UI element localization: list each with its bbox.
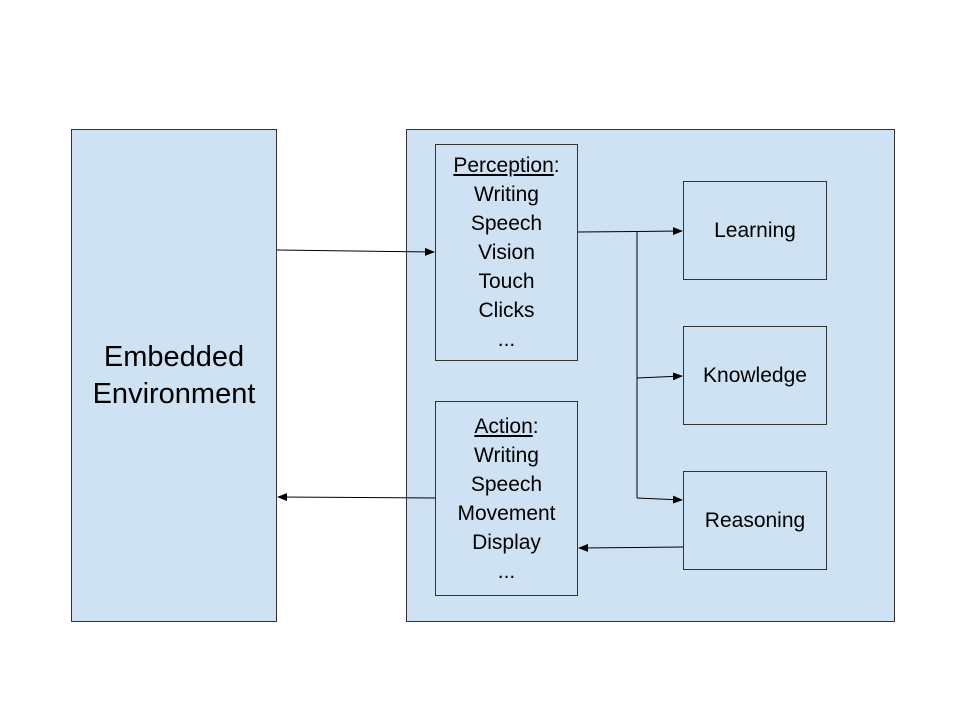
knowledge-box: Knowledge: [683, 326, 827, 425]
action-item: Speech: [470, 472, 543, 496]
action-item: ...: [497, 559, 516, 583]
reasoning-box: Reasoning: [683, 471, 827, 570]
embedded-environment-label: Embedded Environment: [93, 339, 256, 413]
action-heading-colon: :: [532, 414, 539, 438]
action-item: Display: [472, 530, 541, 554]
perception-heading-colon: :: [553, 154, 560, 177]
reasoning-label: Reasoning: [704, 508, 806, 532]
action-heading-word: Action: [474, 414, 533, 438]
action-box: Action: Writing Speech Movement Display …: [435, 401, 578, 596]
perception-item: Clicks: [478, 299, 535, 322]
knowledge-label: Knowledge: [703, 363, 807, 387]
action-item: Writing: [474, 443, 539, 467]
embedded-environment-box: Embedded Environment: [71, 129, 277, 622]
perception-item: Speech: [470, 212, 543, 235]
perception-heading-word: Perception: [453, 154, 554, 177]
perception-heading: Perception:: [453, 151, 559, 180]
learning-label: Learning: [714, 218, 796, 242]
perception-item: Writing: [474, 183, 539, 206]
action-heading: Action:: [474, 412, 538, 441]
action-item: Movement: [457, 501, 556, 525]
perception-item: Touch: [478, 270, 535, 293]
environment-label-line1: Embedded: [103, 340, 245, 373]
learning-box: Learning: [683, 181, 827, 280]
perception-item: Vision: [478, 241, 535, 264]
environment-label-line2: Environment: [92, 377, 256, 410]
perception-item: ...: [497, 328, 516, 351]
perception-box: Perception: Writing Speech Vision Touch …: [435, 144, 578, 361]
